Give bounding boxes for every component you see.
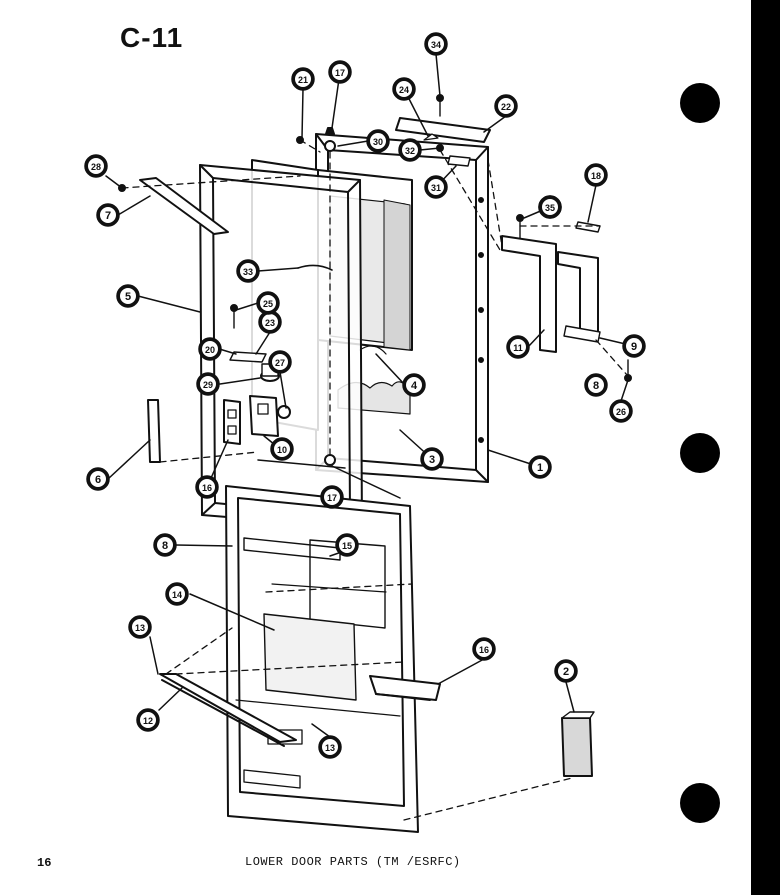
- callout-8: 8: [584, 373, 608, 397]
- callout-label: 10: [277, 445, 287, 455]
- callout-24: 24: [392, 77, 416, 101]
- callout-13: 13: [128, 615, 152, 639]
- callout-28: 28: [84, 154, 108, 178]
- callout-label: 26: [616, 407, 626, 417]
- callout-label: 3: [429, 454, 435, 466]
- callout-20: 20: [198, 337, 222, 361]
- callout-33: 33: [236, 259, 260, 283]
- callout-21: 21: [291, 67, 315, 91]
- callout-label: 8: [162, 540, 168, 552]
- page-edge-bar: [751, 0, 780, 895]
- side-bracket: [557, 251, 632, 382]
- callout-8: 8: [153, 533, 177, 557]
- callout-label: 28: [91, 162, 101, 172]
- callout-label: 35: [545, 203, 555, 213]
- callout-label: 2: [563, 666, 569, 678]
- callout-label: 29: [203, 380, 213, 390]
- callout-label: 5: [125, 291, 131, 303]
- liner-frame: [199, 164, 363, 529]
- callout-22: 22: [494, 94, 518, 118]
- callout-label: 23: [265, 318, 275, 328]
- callout-4: 4: [402, 373, 426, 397]
- callout-label: 12: [143, 716, 153, 726]
- top-strip: [139, 177, 229, 235]
- punch-hole-top: [680, 83, 720, 123]
- clip-33: [297, 264, 333, 271]
- callout-13: 13: [318, 735, 342, 759]
- door-tray: [369, 675, 441, 701]
- callout-32: 32: [398, 138, 422, 162]
- callout-16: 16: [472, 637, 496, 661]
- callout-label: 22: [501, 102, 511, 112]
- callout-layer: 1234567889101112131314151616171718202122…: [84, 32, 646, 759]
- callout-12: 12: [136, 708, 160, 732]
- callout-2: 2: [554, 659, 578, 683]
- page-number: 16: [37, 856, 52, 870]
- callout-label: 1: [537, 462, 543, 474]
- callout-29: 29: [196, 372, 220, 396]
- callout-10: 10: [270, 437, 294, 461]
- callout-label: 33: [243, 267, 253, 277]
- callout-9: 9: [622, 334, 646, 358]
- callout-5: 5: [116, 284, 140, 308]
- callout-label: 16: [202, 483, 212, 493]
- bottom-trim-bar: [159, 673, 297, 747]
- callout-label: 24: [399, 85, 409, 95]
- light-switch-assembly: [223, 304, 291, 445]
- callout-label: 18: [591, 171, 601, 181]
- callout-31: 31: [424, 175, 448, 199]
- callout-3: 3: [420, 447, 444, 471]
- callout-label: 13: [325, 743, 335, 753]
- callout-label: 16: [479, 645, 489, 655]
- callout-label: 14: [172, 590, 182, 600]
- callout-11: 11: [506, 335, 530, 359]
- callout-6: 6: [86, 467, 110, 491]
- callout-26: 26: [609, 399, 633, 423]
- callout-label: 8: [593, 380, 599, 392]
- callout-label: 31: [431, 183, 441, 193]
- callout-label: 6: [95, 474, 101, 486]
- callout-label: 25: [263, 299, 273, 309]
- callout-30: 30: [366, 129, 390, 153]
- callout-25: 25: [256, 291, 280, 315]
- callout-label: 21: [298, 75, 308, 85]
- callout-17: 17: [328, 60, 352, 84]
- callout-label: 27: [275, 358, 285, 368]
- callout-1: 1: [528, 455, 552, 479]
- callout-27: 27: [268, 350, 292, 374]
- callout-17: 17: [320, 485, 344, 509]
- punch-hole-middle: [680, 433, 720, 473]
- callout-14: 14: [165, 582, 189, 606]
- punch-hole-bottom: [680, 783, 720, 823]
- callout-7: 7: [96, 203, 120, 227]
- callout-18: 18: [584, 163, 608, 187]
- callout-15: 15: [335, 533, 359, 557]
- callout-label: 17: [335, 68, 345, 78]
- top-hinge-plate: [395, 94, 491, 167]
- page-id: C-11: [120, 22, 184, 53]
- side-strip: [147, 399, 161, 463]
- callout-35: 35: [538, 195, 562, 219]
- callout-16: 16: [195, 475, 219, 499]
- inner-door-panel: [225, 485, 419, 833]
- callout-34: 34: [424, 32, 448, 56]
- callout-label: 7: [105, 210, 111, 222]
- page-caption: LOWER DOOR PARTS (TM /ESRFC): [245, 855, 461, 869]
- callout-label: 11: [513, 343, 523, 353]
- callout-23: 23: [258, 310, 282, 334]
- callout-label: 32: [405, 146, 415, 156]
- callout-label: 4: [411, 380, 418, 392]
- callout-label: 20: [205, 345, 215, 355]
- callout-label: 9: [631, 341, 637, 353]
- callout-label: 34: [431, 40, 441, 50]
- callout-label: 30: [373, 137, 383, 147]
- callout-label: 15: [342, 541, 352, 551]
- callout-label: 17: [327, 493, 337, 503]
- callout-label: 13: [135, 623, 145, 633]
- insulation-strip: [561, 711, 595, 777]
